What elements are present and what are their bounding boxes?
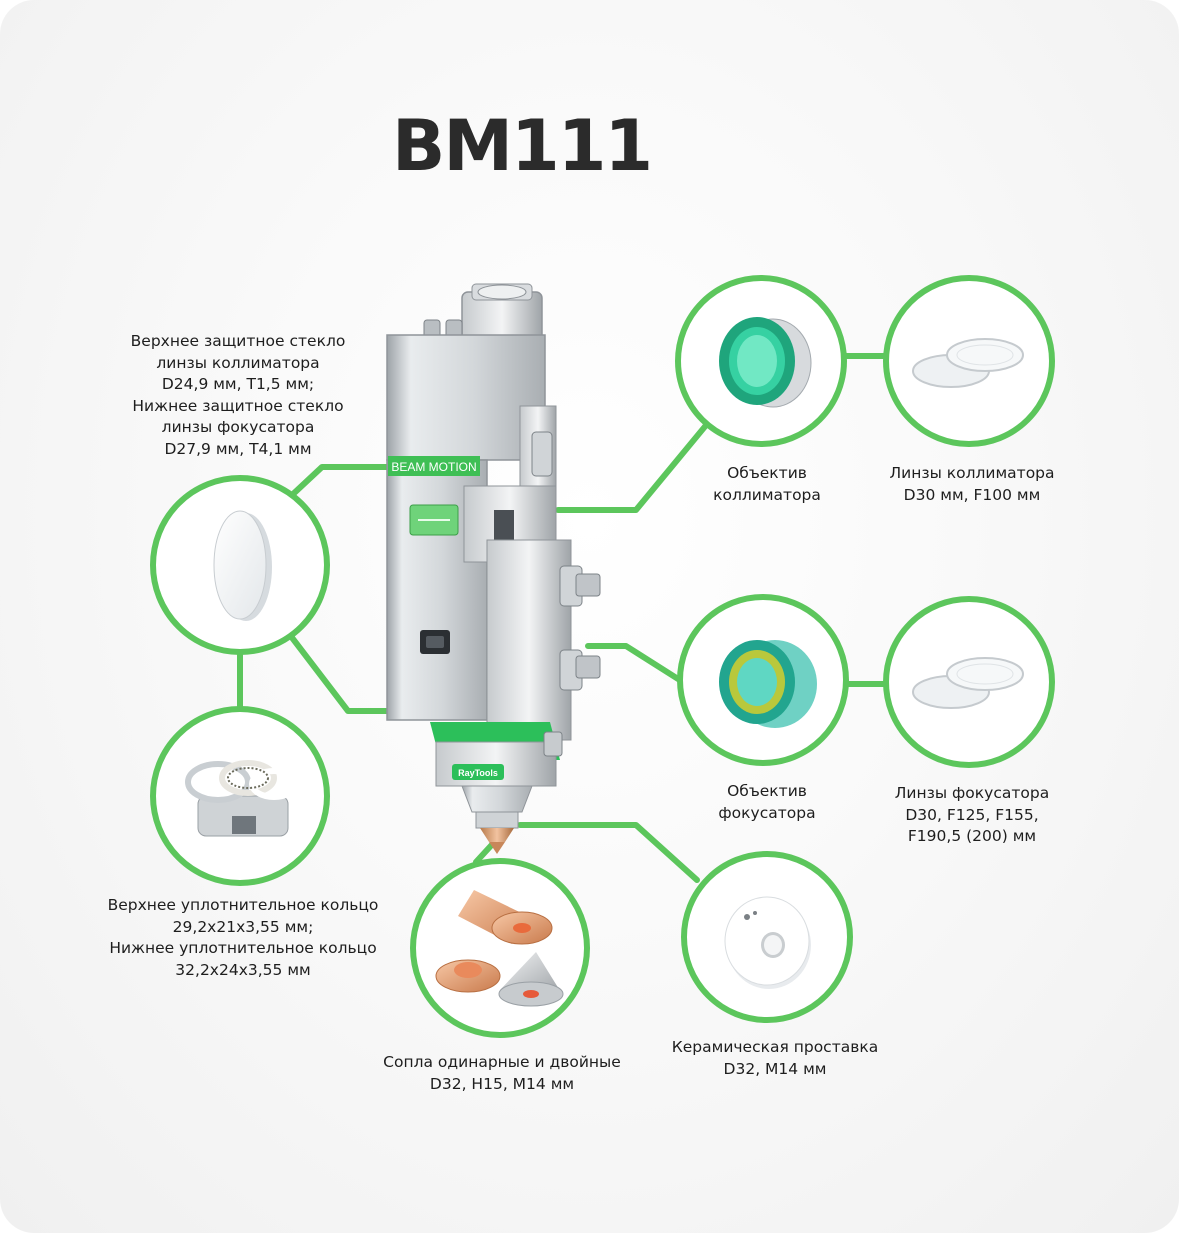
seal-rings-circle bbox=[150, 706, 330, 886]
ceramic-spacer-icon bbox=[724, 896, 811, 989]
seal-rings-label: Верхнее уплотнительное кольцо 29,2x21x3,… bbox=[107, 896, 379, 979]
protective-glass-icon bbox=[213, 510, 272, 621]
product-title: BM111 bbox=[392, 105, 653, 187]
nozzles-label: Сопла одинарные и двойные D32, H15, M14 … bbox=[383, 1053, 621, 1093]
focus-lenses-label: Линзы фокусатора D30, F125, F155, F190,5… bbox=[894, 784, 1050, 845]
brand-label: BEAM MOTION bbox=[391, 460, 476, 474]
focus-lens-unit-label: Объектив фокусатора bbox=[718, 782, 816, 822]
focus-lenses-circle bbox=[883, 596, 1055, 768]
ceramic-spacer-circle bbox=[681, 851, 853, 1023]
connector-ceramic bbox=[517, 822, 700, 883]
nozzles-icon bbox=[435, 890, 564, 1007]
seal-rings-icon bbox=[185, 760, 299, 837]
collimator-lenses-circle bbox=[883, 275, 1055, 447]
ceramic-spacer-label: Керамическая проставка D32, M14 мм bbox=[671, 1038, 879, 1078]
protective-glass-label: Верхнее защитное стекло линзы коллиматор… bbox=[130, 332, 346, 458]
connector-collimator-unit bbox=[555, 415, 715, 513]
collimator-lens-unit-icon bbox=[719, 317, 812, 408]
collimator-lens-unit-label: Объектив коллиматора bbox=[713, 464, 821, 504]
focus-lens-unit-icon bbox=[719, 640, 817, 728]
maker-label: RayTools bbox=[458, 768, 498, 778]
focus-lens-unit-circle bbox=[677, 594, 849, 766]
nozzles-circle bbox=[410, 858, 590, 1038]
collimator-lenses-icon bbox=[912, 338, 1024, 388]
connector-glass-to-head bbox=[287, 632, 395, 714]
connector-focus-unit bbox=[585, 643, 689, 687]
focus-lenses-icon bbox=[912, 657, 1024, 709]
protective-glass-circle bbox=[150, 475, 330, 655]
collimator-lenses-label: Линзы коллиматора D30 мм, F100 мм bbox=[889, 464, 1055, 504]
collimator-lens-unit-circle bbox=[675, 275, 847, 447]
